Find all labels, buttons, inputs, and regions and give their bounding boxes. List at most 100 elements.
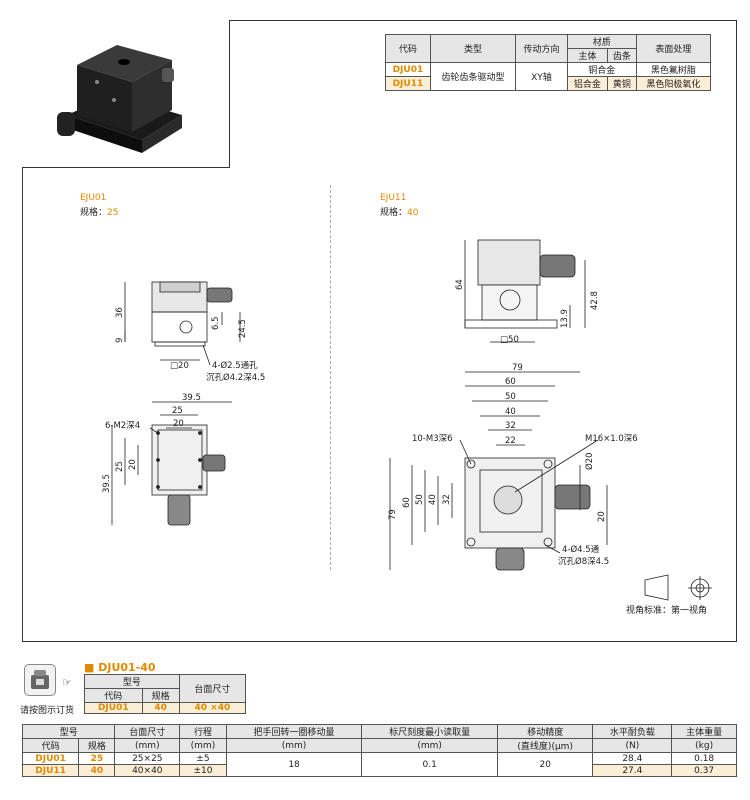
dim-right-w79: 79	[512, 363, 523, 373]
technical-drawing: 36 9 6.5 24.5 □20 4-Ø2.5通孔 沉孔Ø4.2深4.5 39…	[102, 239, 712, 601]
dim-right-w32: 32	[505, 421, 516, 431]
dim-left-w20: 20	[173, 419, 184, 429]
dim-left-sq20: □20	[170, 361, 189, 371]
dim-right-v20: 20	[597, 511, 607, 522]
col-min-read: 标尺刻度最小读取量	[361, 724, 498, 739]
order-table: 型号 台面尺寸 代码 规格 DJU01 40 40 ×40	[84, 674, 247, 714]
cell-load: 27.4	[592, 764, 673, 777]
row-surface: 黑色阳极氧化	[635, 76, 712, 91]
col-unit: (mm)	[114, 738, 181, 753]
col-stroke: 行程	[179, 724, 227, 739]
col-unit: (直线度)(μm)	[496, 738, 594, 753]
dim-right-w50: 50	[505, 392, 516, 402]
dim-right-v50: 50	[415, 494, 425, 505]
cell-weight: 0.37	[671, 764, 737, 777]
row-body: 铝合金	[566, 76, 608, 91]
dim-right-h42-8: 42.8	[590, 291, 600, 310]
drawing-frame	[22, 20, 737, 642]
right-code: EJU11	[380, 193, 407, 203]
spec-table: 代码 类型 传动方向 材质 表面处理 主体 齿条 DJU01 齿轮齿条驱动型 X…	[385, 34, 712, 91]
dim-left-v25: 25	[115, 461, 125, 472]
dim-left-h24-5: 24.5	[238, 319, 248, 338]
order-col-model: 型号	[84, 674, 180, 689]
dim-left-hole2: 沉孔Ø4.2深4.5	[206, 372, 265, 383]
cell-size: 25×25	[114, 752, 181, 765]
col-accuracy: 移动精度	[496, 724, 594, 739]
dim-left-hole1: 4-Ø2.5通孔	[212, 360, 258, 371]
cell-load: 28.4	[592, 752, 673, 765]
dim-left-v20: 20	[128, 459, 138, 470]
dim-right-h64: 64	[455, 279, 465, 290]
parameter-table: 型号 台面尺寸 行程 把手回转一圈移动量 标尺刻度最小读取量 移动精度 水平耐负…	[21, 724, 737, 777]
dim-left-m2: 6-M2深4	[105, 421, 140, 431]
order-col-size: 台面尺寸	[178, 674, 247, 703]
dim-right-v32: 32	[442, 494, 452, 505]
dim-left-w25: 25	[172, 406, 183, 416]
col-per-rev: 把手回转一圈移动量	[225, 724, 363, 739]
col-unit: (mm)	[361, 738, 498, 753]
col-unit: (N)	[592, 738, 673, 753]
cell-min-read: 0.1	[361, 752, 498, 777]
table-row: DJU11 铝合金 黄铜 黑色阳极氧化	[385, 76, 712, 91]
order-size: 40 ×40	[178, 702, 247, 714]
dim-right-hole2: 沉孔Ø8深4.5	[558, 556, 609, 567]
dim-right-d20: Ø20	[584, 452, 595, 470]
col-material: 材质	[566, 34, 637, 49]
col-spec: 规格	[78, 738, 116, 753]
left-code: EJU01	[80, 193, 107, 203]
cell-code: DJU11	[21, 764, 80, 777]
right-spec: 规格：40	[380, 208, 419, 218]
dim-left-h6-5: 6.5	[211, 316, 221, 330]
col-table-size: 台面尺寸	[114, 724, 181, 739]
dim-right-w22: 22	[505, 436, 516, 446]
dim-left-w39-5: 39.5	[182, 393, 201, 403]
cell-spec: 25	[78, 752, 116, 765]
col-weight: 主体重量	[671, 724, 737, 739]
cell-code: DJU01	[21, 752, 80, 765]
col-unit: (mm)	[225, 738, 363, 753]
order-col-spec: 规格	[141, 688, 180, 703]
dim-right-w60: 60	[505, 377, 516, 387]
dim-left-h36: 36	[115, 307, 125, 318]
cell-stroke: ±10	[179, 764, 227, 777]
dim-right-h13-9: 13.9	[560, 309, 570, 328]
cell-weight: 0.18	[671, 752, 737, 765]
dim-right-hole1: 4-Ø4.5通	[562, 544, 600, 555]
order-title: ■ DJU01-40	[84, 661, 156, 674]
col-type: 类型	[429, 34, 517, 63]
divider	[330, 185, 331, 570]
dim-right-sq50: □50	[500, 335, 519, 345]
row-code: DJU11	[385, 76, 431, 91]
cell-per-rev: 18	[225, 752, 363, 777]
cell-spec: 40	[78, 764, 116, 777]
dim-right-m16: M16×1.0深6	[585, 434, 638, 444]
hand-pointer-icon: ☞	[62, 676, 72, 689]
dim-right-v79: 79	[388, 509, 398, 520]
col-load: 水平耐负载	[592, 724, 673, 739]
dim-left-v39-5: 39.5	[102, 474, 112, 493]
table-row: DJU01 25 25×25 ±5 18 0.1 20 28.4 0.18	[21, 752, 737, 777]
dim-right-v40: 40	[428, 494, 438, 505]
cell-size: 40×40	[114, 764, 181, 777]
dim-left-h9: 9	[115, 338, 125, 343]
order-col-code: 代码	[84, 688, 143, 703]
cell-stroke: ±5	[179, 752, 227, 765]
table-row: DJU01 40 40 ×40	[84, 702, 247, 714]
order-caption: 请按图示订货	[20, 706, 75, 716]
order-spec: 40	[141, 702, 180, 714]
order-code: DJU01	[84, 702, 143, 714]
row-type: 齿轮齿条驱动型	[429, 62, 517, 91]
phone-icon	[24, 664, 56, 696]
dim-right-w40: 40	[505, 407, 516, 417]
cell-accuracy: 20	[496, 752, 594, 777]
dim-right-m3: 10-M3深6	[412, 434, 453, 444]
row-direction: XY轴	[515, 62, 568, 91]
col-surface: 表面处理	[635, 34, 712, 63]
view-caption: 视角标准：第一视角	[626, 606, 708, 616]
col-unit: (mm)	[179, 738, 227, 753]
col-model: 型号	[21, 724, 116, 739]
left-spec: 规格：25	[80, 208, 119, 218]
col-body: 主体	[566, 48, 608, 63]
table-row: DJU11 40 40×40 ±10 27.4 0.37	[21, 764, 737, 777]
col-code: 代码	[21, 738, 80, 753]
